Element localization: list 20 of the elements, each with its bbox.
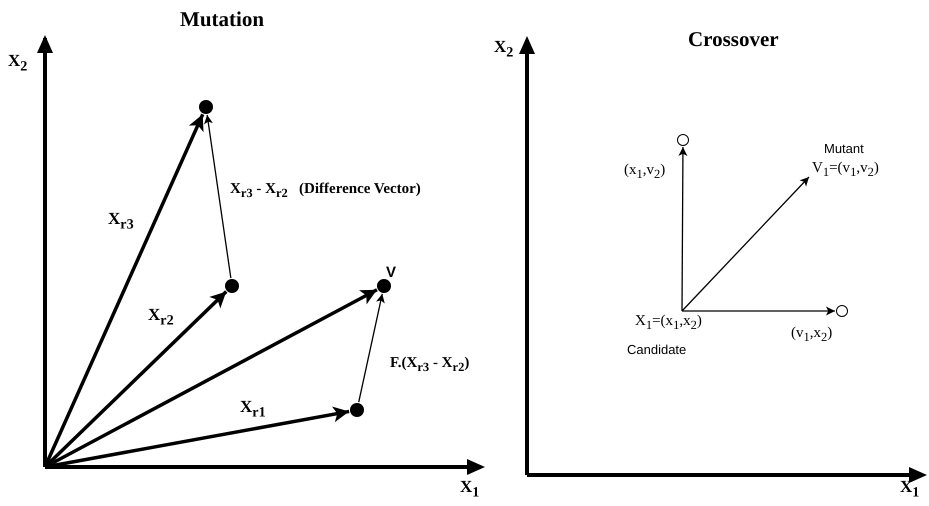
axis-label: X$_{1}$ — [460, 478, 480, 501]
point-marker — [199, 100, 213, 114]
arrow — [682, 176, 810, 312]
arrow — [358, 294, 385, 402]
node-caption: Candidate — [627, 343, 686, 358]
axis-label: X$_{2}$ — [8, 52, 28, 75]
arrow — [682, 306, 835, 316]
point-label: (v$_{1}$,x$_{2}$) — [791, 325, 832, 345]
point-marker — [350, 403, 364, 417]
node-label: X$_{1}$=(x$_{1}$,x$_{2}$) — [635, 313, 702, 333]
panel-title: Crossover — [688, 28, 779, 52]
arrow — [204, 114, 232, 278]
panel-title: Mutation — [180, 8, 264, 32]
point-label: (x$_{1}$,v$_{2}$) — [624, 162, 666, 182]
arrow — [678, 147, 688, 311]
node-caption: Mutant — [824, 142, 864, 156]
point-marker — [225, 279, 239, 293]
point-label: V — [386, 265, 396, 282]
axis-label: X$_{2}$ — [494, 38, 514, 61]
node-label: V$_{1}$=(v$_{1}$,v$_{2}$) — [812, 160, 879, 180]
